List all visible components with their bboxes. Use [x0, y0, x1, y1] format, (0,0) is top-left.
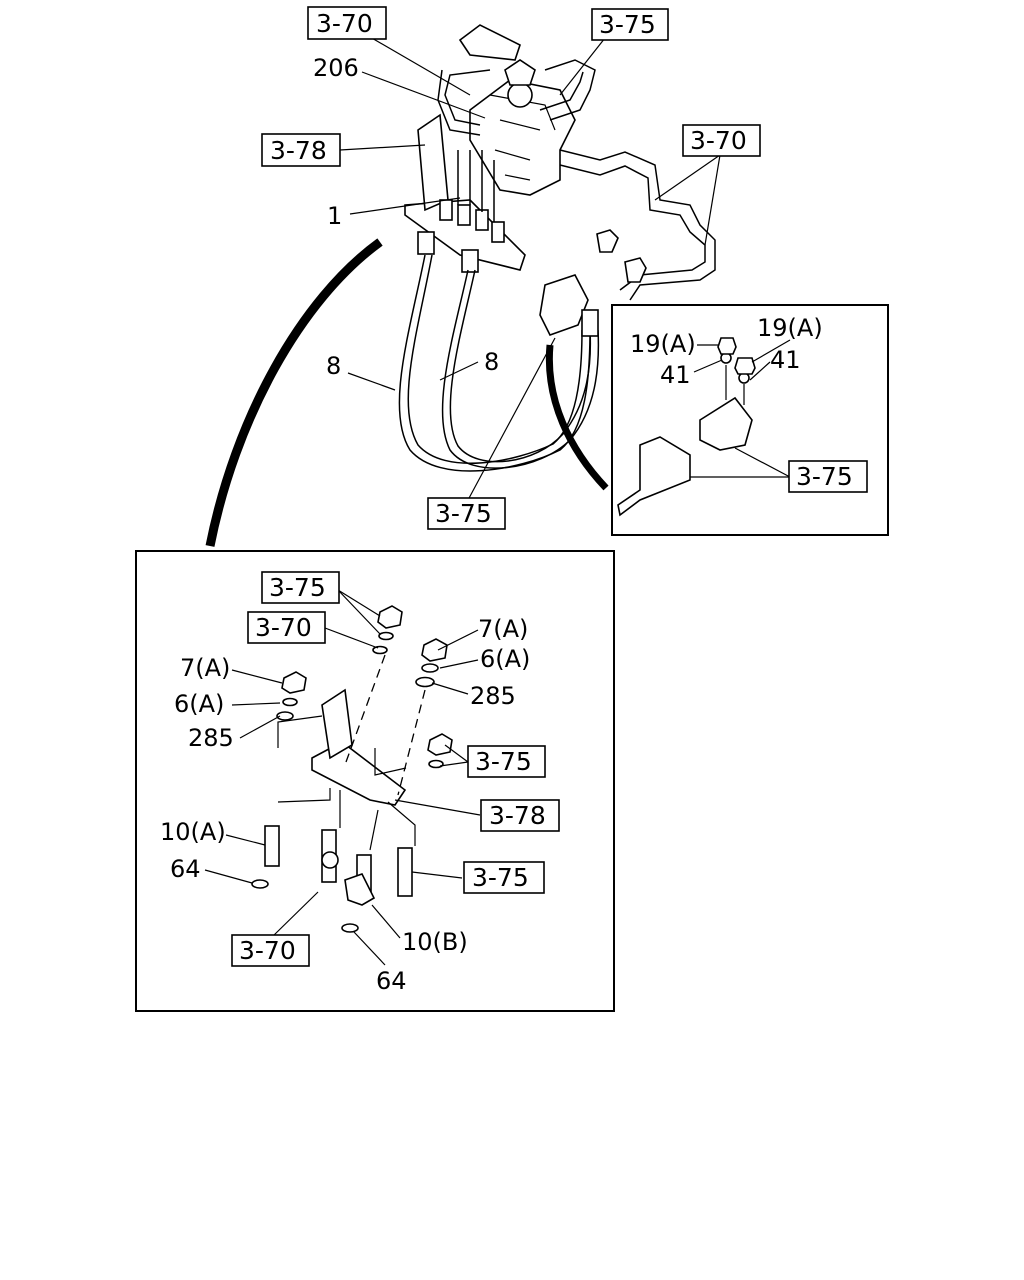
detail-pointer-left: [205, 238, 383, 547]
label-206: 206: [313, 54, 359, 82]
ref-box-3-75-hose: 3-75: [435, 499, 492, 528]
label-10a: 10(A): [160, 818, 226, 846]
ref-box-3-70-bottom: 3-70: [239, 936, 296, 965]
label-8-left: 8: [326, 352, 341, 380]
hoses: [398, 254, 600, 472]
label-19a-right: 19(A): [757, 314, 823, 342]
ref-box-3-70-top: 3-70: [316, 9, 373, 38]
label-8-right: 8: [484, 348, 499, 376]
main-assembly: [404, 24, 716, 301]
inset-bracket-detail: [611, 304, 889, 536]
label-1: 1: [327, 202, 342, 230]
ref-box-3-75-fitting: 3-75: [472, 863, 529, 892]
label-6a-left: 6(A): [174, 690, 224, 718]
ref-box-3-75-mid: 3-75: [475, 747, 532, 776]
ref-box-3-70-washer: 3-70: [255, 613, 312, 642]
label-7a-right: 7(A): [478, 615, 528, 643]
ref-box-3-75-nut: 3-75: [269, 573, 326, 602]
ref-box-3-78-top: 3-78: [270, 136, 327, 165]
inset-manifold-detail: [135, 550, 615, 1012]
label-285-right: 285: [470, 682, 516, 710]
label-41-left: 41: [660, 361, 691, 389]
label-64-bottom: 64: [376, 967, 407, 995]
label-10b: 10(B): [402, 928, 468, 956]
label-41-right: 41: [770, 346, 801, 374]
detail-pointer-right: [545, 344, 609, 491]
ref-box-3-70-right: 3-70: [690, 126, 747, 155]
ref-box-3-78-bottom: 3-78: [489, 801, 546, 830]
fitting-group: [417, 199, 505, 273]
label-19a-left: 19(A): [630, 330, 696, 358]
label-285-left: 285: [188, 724, 234, 752]
reference-boxes: 3-70 3-75 3-78 3-70 3-75 3-75 3-75 3-70 …: [231, 6, 868, 967]
ref-box-3-75-top: 3-75: [599, 10, 656, 39]
part-labels: 206 1 8 8 19(A) 19(A) 41 41 7(A) 6(A) 28…: [160, 54, 823, 995]
label-7a-left: 7(A): [180, 654, 230, 682]
label-6a-right: 6(A): [480, 645, 530, 673]
label-64-left: 64: [170, 855, 201, 883]
ref-box-3-75-inset: 3-75: [796, 462, 853, 491]
